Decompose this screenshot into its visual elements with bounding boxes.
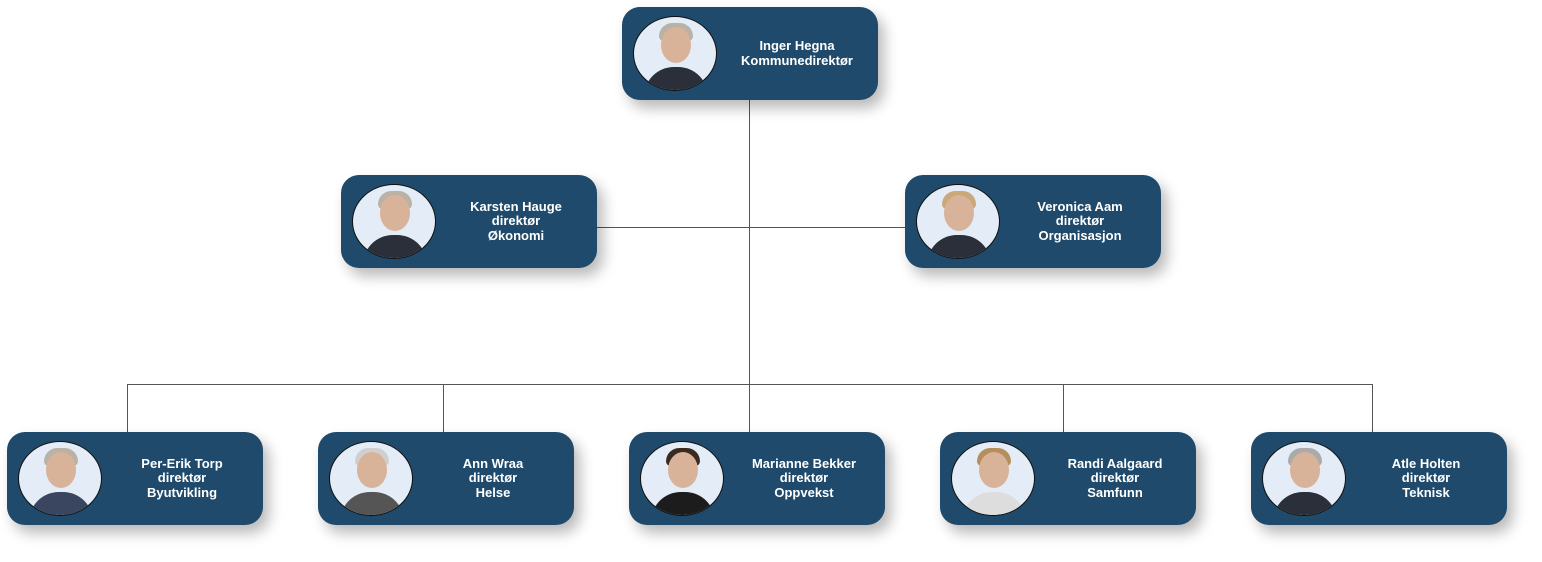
person-title: direktør: [1090, 470, 1140, 486]
person-title: direktør: [779, 470, 829, 486]
person-name: Ann Wraa: [462, 455, 524, 471]
person-name: Inger Hegna: [759, 38, 835, 53]
person-name: Karsten Hauge: [470, 198, 562, 214]
connector-line: [597, 227, 905, 228]
person-unit: Oppvekst: [774, 484, 834, 500]
connector-line: [1063, 384, 1064, 432]
connector-line: [1372, 384, 1373, 432]
person-photo: [951, 441, 1035, 516]
person-title: direktør: [491, 213, 541, 229]
connector-line: [127, 384, 1373, 385]
person-title: direktør: [468, 470, 518, 486]
person-unit: Helse: [475, 484, 511, 500]
person-name: Marianne Bekker: [751, 455, 857, 471]
connector-line: [443, 384, 444, 432]
person-name: Randi Aalgaard: [1067, 455, 1163, 471]
person-title: Kommunedirektør: [741, 52, 853, 68]
connector-line: [127, 384, 128, 432]
person-photo: [633, 16, 717, 91]
person-title: direktør: [1055, 213, 1105, 229]
person-unit: Organisasjon: [1038, 227, 1122, 243]
connector-line: [749, 100, 750, 432]
person-unit: Økonomi: [487, 227, 545, 243]
person-photo: [18, 441, 102, 516]
person-unit: Teknisk: [1402, 484, 1450, 500]
person-name: Atle Holten: [1391, 455, 1461, 471]
person-photo: [916, 184, 1000, 259]
person-title: direktør: [1401, 470, 1451, 486]
person-photo: [352, 184, 436, 259]
person-name: Veronica Aam: [1037, 198, 1123, 214]
person-name: Per-Erik Torp: [141, 455, 223, 471]
person-unit: Byutvikling: [146, 484, 218, 500]
person-photo: [329, 441, 413, 516]
person-title: direktør: [157, 470, 207, 486]
person-unit: Samfunn: [1087, 484, 1143, 500]
person-photo: [640, 441, 724, 516]
person-photo: [1262, 441, 1346, 516]
